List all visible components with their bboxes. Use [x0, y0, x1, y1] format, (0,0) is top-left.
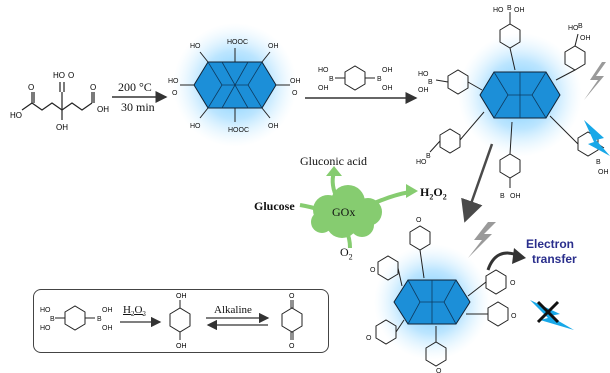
svg-text:O: O	[289, 293, 295, 300]
svg-text:O: O	[436, 368, 442, 373]
svg-text:OH: OH	[176, 343, 187, 350]
time-label: 30 min	[121, 100, 155, 114]
svg-text:B: B	[428, 79, 433, 86]
svg-text:HO: HO	[418, 71, 429, 78]
svg-text:O: O	[370, 267, 376, 274]
svg-text:OH: OH	[102, 307, 113, 314]
h2o2-label: H2O2	[420, 185, 447, 202]
svg-text:O: O	[366, 335, 372, 342]
svg-text:OH: OH	[318, 85, 329, 92]
svg-text:O: O	[511, 313, 517, 320]
svg-text:HO: HO	[168, 78, 179, 85]
svg-text:B: B	[329, 76, 334, 83]
svg-text:OH: OH	[598, 169, 609, 176]
svg-text:B: B	[50, 316, 55, 323]
svg-text:HO: HO	[318, 67, 329, 74]
svg-text:HO: HO	[40, 307, 51, 314]
lightning-icon	[584, 120, 610, 156]
temperature-label: 200 °C	[118, 80, 152, 94]
citric-acid-molecule	[21, 82, 95, 120]
svg-text:O: O	[90, 83, 96, 92]
svg-text:OH: OH	[97, 105, 109, 114]
svg-text:HO: HO	[190, 123, 201, 130]
electron-transfer-line2: transfer	[532, 252, 577, 266]
svg-text:OH: OH	[418, 87, 429, 94]
svg-text:HO: HO	[53, 71, 65, 80]
svg-text:HO: HO	[416, 159, 427, 166]
svg-text:OH: OH	[268, 123, 279, 130]
quinone-functionalized-gqd: O O O O O O	[366, 217, 517, 373]
svg-text:HO: HO	[568, 25, 579, 32]
svg-text:B: B	[377, 76, 382, 83]
svg-text:OH: OH	[510, 193, 521, 200]
svg-text:O: O	[28, 83, 34, 92]
svg-text:OH: OH	[290, 78, 301, 85]
lightning-icon	[584, 62, 606, 100]
inset-hydroquinone	[169, 300, 191, 340]
svg-text:B: B	[596, 159, 601, 166]
x-mark-icon	[536, 300, 560, 324]
svg-text:OH: OH	[382, 67, 393, 74]
svg-text:OH: OH	[102, 325, 113, 332]
inset-boronic-acid	[55, 305, 95, 331]
svg-text:B: B	[507, 5, 512, 12]
inset-reaction-box	[33, 289, 329, 353]
cloud-icon	[311, 185, 382, 238]
alkaline-label: Alkaline	[214, 304, 252, 316]
svg-text:O: O	[510, 280, 516, 287]
svg-text:B: B	[500, 193, 505, 200]
svg-text:HO: HO	[493, 7, 504, 14]
diboronic-acid-reagent	[335, 65, 375, 91]
electron-transfer-line1: Electron	[526, 237, 575, 251]
svg-text:O: O	[68, 71, 74, 80]
step3-arrow	[461, 143, 494, 223]
svg-text:OH: OH	[56, 123, 68, 132]
svg-text:HO: HO	[190, 43, 201, 50]
oxygen-label: O2	[340, 245, 353, 262]
inset-h2o2-label: H2O2	[123, 304, 146, 319]
svg-text:OH: OH	[580, 35, 591, 42]
svg-text:O: O	[416, 217, 422, 224]
svg-text:B: B	[578, 23, 583, 30]
svg-text:OH: OH	[382, 85, 393, 92]
svg-text:B: B	[97, 316, 102, 323]
svg-text:OH: OH	[268, 43, 279, 50]
glucose-label: Glucose	[254, 199, 295, 213]
graphene-quantum-dot-carboxyl: HO HOOC OH OH O OH HOOC HO HO O	[168, 23, 301, 147]
svg-text:OH: OH	[514, 7, 525, 14]
svg-text:HOOC: HOOC	[228, 127, 249, 134]
gluconic-acid-label: Gluconic acid	[300, 154, 367, 168]
svg-text:B: B	[426, 153, 431, 160]
svg-text:O: O	[172, 90, 178, 97]
svg-text:O: O	[292, 90, 298, 97]
gox-label: GOx	[332, 205, 356, 219]
svg-text:HO: HO	[10, 111, 22, 120]
inset-benzoquinone	[281, 300, 303, 340]
lightning-icon	[468, 222, 496, 258]
svg-text:HOOC: HOOC	[227, 39, 248, 46]
svg-text:HO: HO	[40, 325, 51, 332]
svg-text:O: O	[289, 343, 295, 350]
svg-text:OH: OH	[176, 293, 187, 300]
